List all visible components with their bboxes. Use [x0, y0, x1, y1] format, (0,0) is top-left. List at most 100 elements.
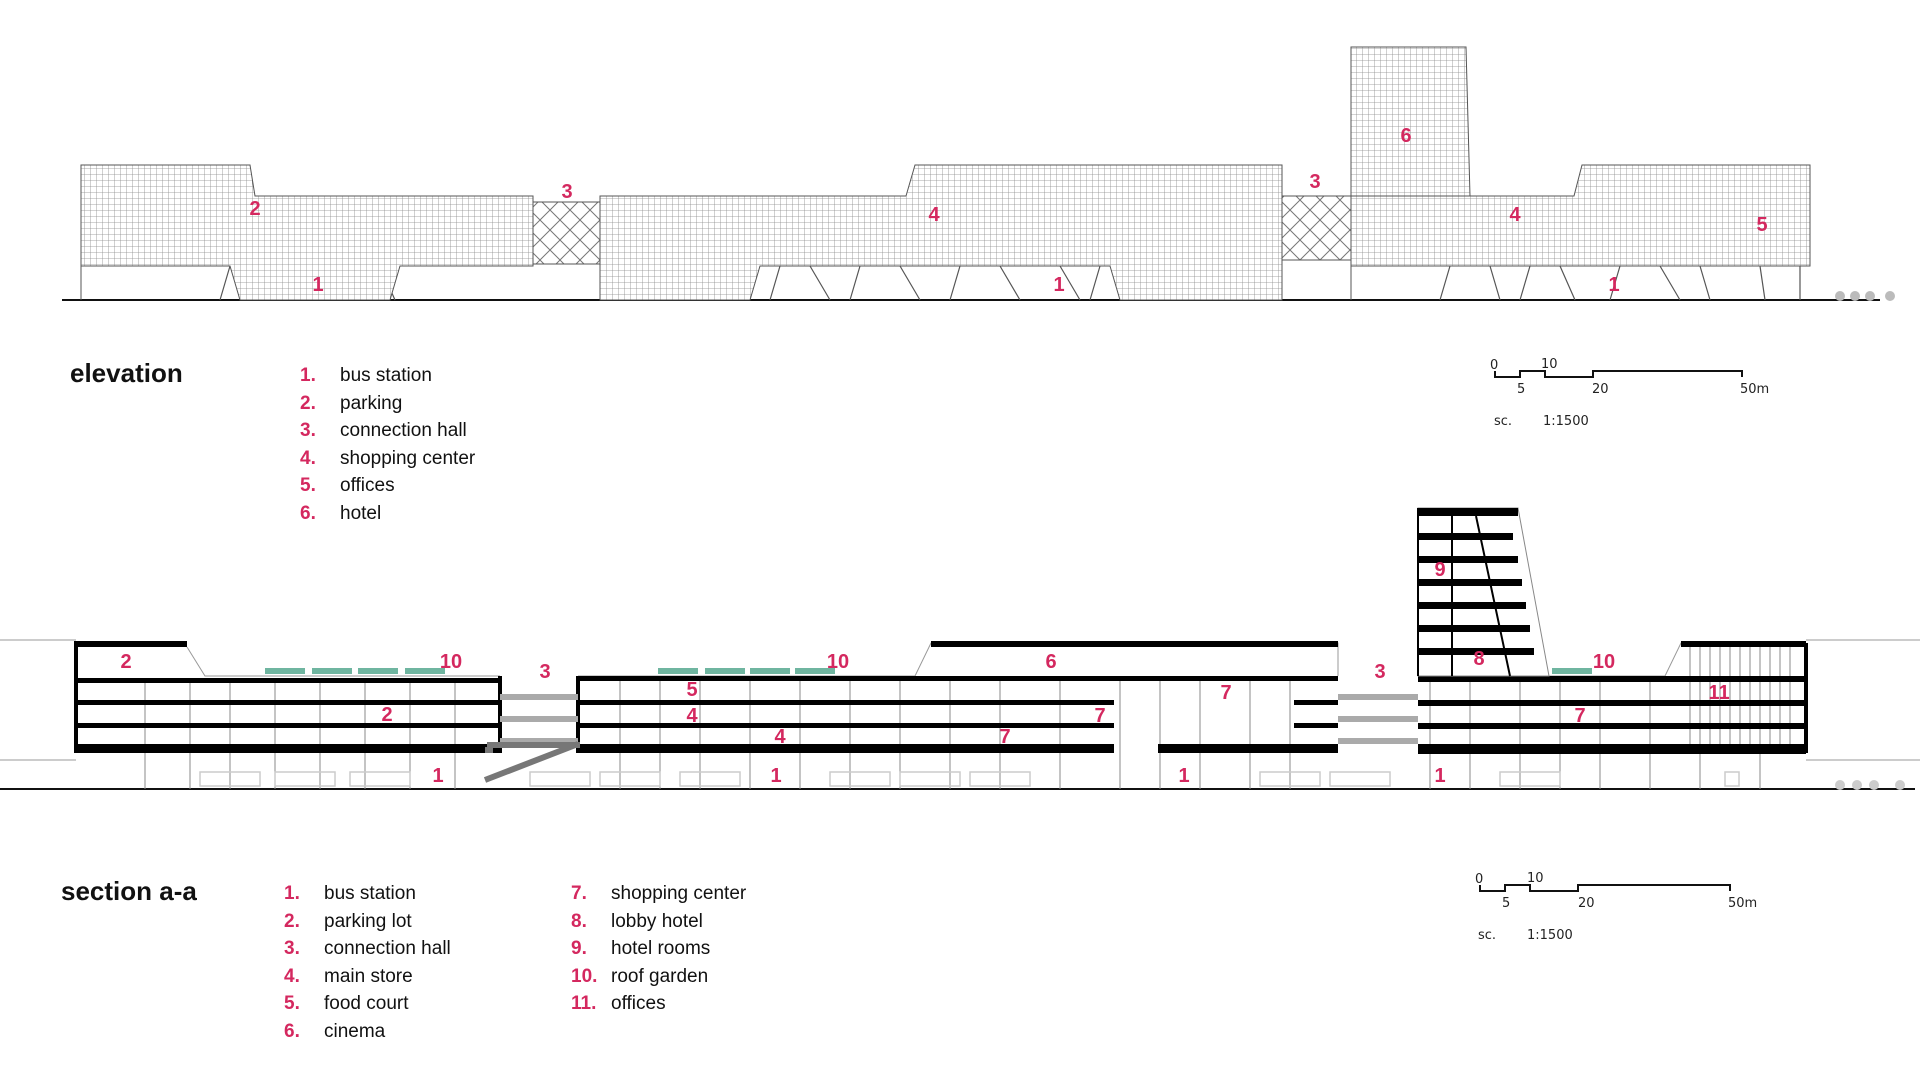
marker-offices: 5: [1756, 214, 1767, 236]
marker-connection-hall: 3: [539, 661, 550, 683]
marker-bus-station: 1: [1178, 765, 1189, 787]
marker-shopping-center: 4: [928, 204, 940, 226]
legend-number: 5.: [284, 993, 300, 1015]
legend-number: 8.: [571, 910, 587, 932]
marker-parking-lot: 2: [120, 651, 131, 673]
marker-roof-garden: 10: [1593, 651, 1615, 673]
legend-number: 3.: [300, 420, 316, 442]
marker-bus-station: 1: [312, 274, 323, 296]
floor-slabs: [76, 676, 1806, 754]
legend-item: 4. shopping center: [300, 445, 475, 473]
legend-label: bus station: [324, 883, 416, 905]
scale-label: 5: [1502, 896, 1510, 911]
legend-label: shopping center: [340, 447, 476, 469]
legend-number: 3.: [284, 938, 300, 960]
section-legend-col1: 1. bus station 2. parking lot 3. connection…: [284, 880, 451, 1045]
legend-label: cinema: [324, 1020, 386, 1042]
legend-label: hotel: [340, 502, 382, 524]
legend-label: roof garden: [611, 965, 709, 987]
scale-label: 20: [1578, 896, 1595, 911]
marker-offices: 11: [1708, 682, 1729, 704]
elevation-scale-bar: 0 10 5 20 50m sc. 1:1500: [1490, 357, 1769, 429]
scale-label: 10: [1541, 357, 1558, 372]
marker-bus-station: 1: [1434, 765, 1445, 787]
marker-cinema: 6: [1045, 651, 1056, 673]
legend-item: 6. cinema: [284, 1018, 451, 1046]
legend-number: 1.: [284, 883, 300, 905]
legend-item: 11. offices: [571, 990, 746, 1018]
legend-item: 2. parking lot: [284, 908, 451, 936]
scale-label: 20: [1592, 382, 1609, 397]
legend-item: 5. food court: [284, 990, 451, 1018]
escalator: [483, 741, 580, 783]
marker-bus-station: 1: [1053, 274, 1064, 296]
legend-item: 3. connection hall: [300, 417, 475, 445]
roof-gardens: [265, 668, 1592, 674]
legend-label: food court: [324, 993, 409, 1015]
legend-item: 5.offices: [300, 472, 475, 500]
legend-item: 1. bus station: [300, 362, 475, 390]
scale-label: 0: [1475, 872, 1483, 887]
legend-label: bus station: [340, 365, 432, 387]
marker-connection-hall: 3: [1374, 661, 1385, 683]
marker-roof-garden: 10: [827, 651, 849, 673]
legend-item: 1. bus station: [284, 880, 451, 908]
elevation-connection-hall-2: [1281, 195, 1352, 261]
marker-hotel-rooms: 9: [1434, 559, 1445, 581]
legend-number: 4.: [284, 965, 300, 987]
legend-label: parking: [340, 392, 403, 414]
legend-label: shopping center: [611, 883, 747, 905]
section-scale-bar: 0 10 5 20 50m sc. 1:1500: [1475, 871, 1757, 943]
legend-number: 6.: [284, 1020, 300, 1042]
section-connection-halls: [500, 694, 1418, 744]
legend-label: offices: [611, 993, 666, 1015]
scale-label: sc.: [1494, 414, 1512, 429]
legend-label: hotel rooms: [611, 938, 711, 960]
marker-connection-hall: 3: [561, 181, 572, 203]
section-cars: [1835, 780, 1905, 790]
legend-number: 6.: [300, 502, 316, 524]
section-legend-col2: 7.shopping center 8.lobby hotel 9.hotel …: [571, 880, 746, 1018]
elevation-block-shopping: [599, 164, 1283, 301]
marker-roof-garden: 10: [440, 651, 462, 673]
scale-label: 50m: [1728, 896, 1757, 911]
legend-item: 10.roof garden: [571, 963, 746, 991]
legend-number: 2.: [300, 392, 316, 414]
elevation-legend: 1. bus station 2. parking 3. connection hal…: [300, 362, 475, 527]
legend-number: 5.: [300, 475, 316, 497]
marker-connection-hall: 3: [1309, 171, 1320, 193]
marker-hotel: 6: [1400, 125, 1411, 147]
elevation-block-offices: [1350, 164, 1811, 267]
legend-number: 4.: [300, 447, 316, 469]
legend-item: 9. hotel rooms: [571, 935, 746, 963]
elevation-cars: [1835, 291, 1895, 301]
elevation-block-parking: [80, 164, 534, 301]
legend-label: connection hall: [324, 938, 451, 960]
legend-label: connection hall: [340, 420, 467, 442]
elevation-markers: 2 3 1 4 1 3 6 4 5 1: [249, 125, 1767, 296]
legend-item: 4.main store: [284, 963, 451, 991]
elevation-title: elevation: [70, 358, 183, 388]
marker-parking-lot: 2: [381, 704, 392, 726]
legend-item: 8. lobby hotel: [571, 908, 746, 936]
scale-label: 0: [1490, 358, 1498, 373]
marker-bus-station: 1: [770, 765, 781, 787]
legend-item: 3. connection hall: [284, 935, 451, 963]
legend-label: parking lot: [324, 910, 412, 932]
legend-label: lobby hotel: [611, 910, 703, 932]
marker-main-store: 4: [686, 705, 698, 727]
elevation-drawing: 2 3 1 4 1 3 6 4 5 1: [62, 46, 1895, 301]
marker-shopping-center: 7: [1220, 682, 1231, 704]
legend-number: 9.: [571, 938, 587, 960]
section-markers: 2 10 3 2 1 5 4 4 10 6 7 7 7 1 1 3 9 8 10…: [120, 559, 1729, 787]
roof-slab-cinema: [931, 641, 1338, 647]
scale-label: 10: [1527, 871, 1544, 886]
marker-shopping-center: 7: [999, 726, 1010, 748]
section-drawing: 2 10 3 2 1 5 4 4 10 6 7 7 7 1 1 3 9 8 10…: [0, 507, 1920, 790]
legend-number: 1.: [300, 365, 316, 387]
elevation-connection-hall-1: [532, 201, 601, 265]
scale-label: sc.: [1478, 928, 1496, 943]
scale-label: 1:1500: [1527, 928, 1573, 943]
legend-number: 2.: [284, 910, 300, 932]
legend-number: 11.: [571, 993, 597, 1015]
